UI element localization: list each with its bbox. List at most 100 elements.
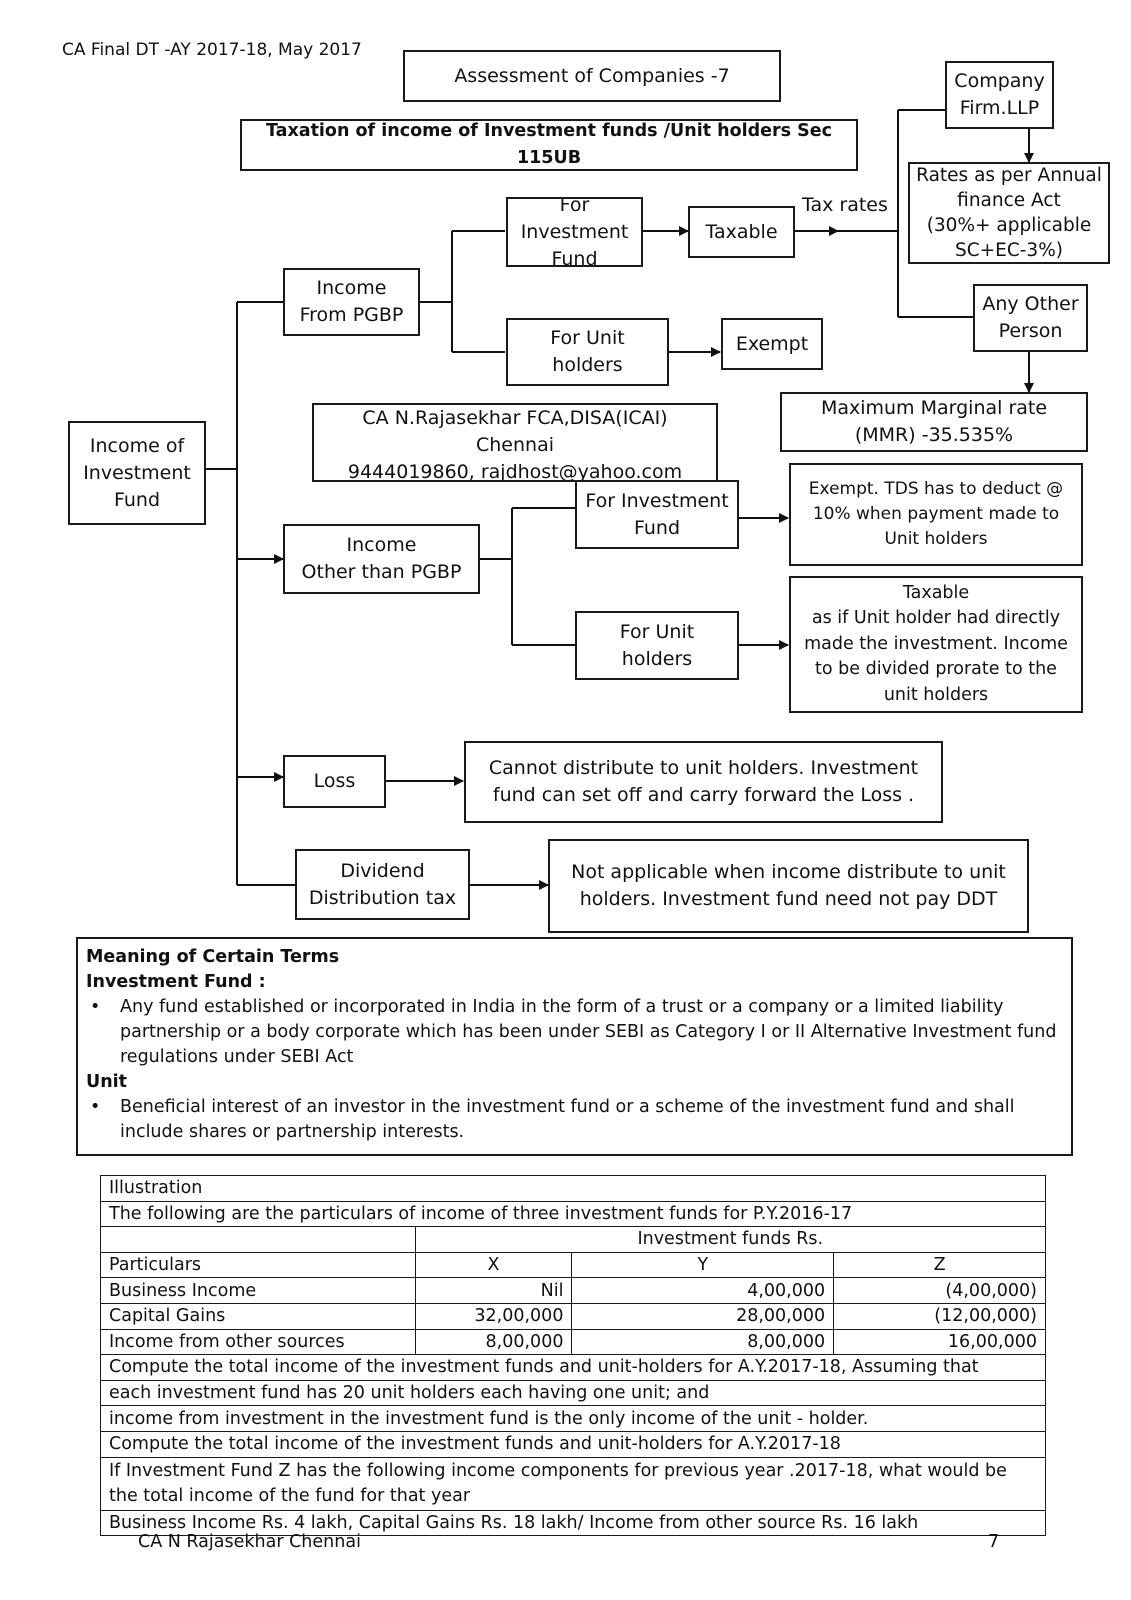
taxable-box: Taxable <box>688 206 795 258</box>
otp-unit-result-box: Taxable as if Unit holder had directly m… <box>789 576 1083 713</box>
taxable-label: Taxable <box>705 220 778 243</box>
other-than-pgbp-box: Income Other than PGBP <box>283 524 480 594</box>
other-person-box: Any Other Person <box>973 284 1088 352</box>
table-row: each investment fund has 20 unit holders… <box>100 1379 1046 1407</box>
table-row: Compute the total income of the investme… <box>100 1430 1046 1458</box>
table-cell: (4,00,000) <box>833 1277 1046 1304</box>
table-row: Income from other sources 8,00,000 8,00,… <box>100 1328 1046 1356</box>
tax-rates-label: Tax rates <box>802 194 888 216</box>
pgbp-unit-box: For Unit holders <box>506 318 669 386</box>
section-title: Taxation of income of Investment funds /… <box>265 121 833 168</box>
fund-definition-text: Any fund established or incorporated in … <box>120 997 1057 1067</box>
table-row: income from investment in the investment… <box>100 1405 1046 1432</box>
ddt-result-label: Not applicable when income distribute to… <box>571 861 1006 910</box>
otp-unit-label: For Unit holders <box>619 620 695 670</box>
table-cell: 16,00,000 <box>833 1328 1046 1356</box>
course-label: CA Final DT -AY 2017-18, May 2017 <box>62 40 362 60</box>
footer-author: CA N Rajasekhar Chennai <box>138 1532 361 1552</box>
loss-label: Loss <box>313 770 356 792</box>
note-row: Compute the total income of the investme… <box>100 1430 1046 1458</box>
page-number: 7 <box>988 1532 1000 1552</box>
bullet-icon: • <box>90 1097 101 1117</box>
terms-section: Meaning of Certain Terms Investment Fund… <box>76 937 1073 1156</box>
illustration-title: Illustration <box>100 1175 1046 1202</box>
company-box: Company Firm.LLP <box>945 61 1054 129</box>
pgbp-fund-box: For Investment Fund <box>506 197 643 267</box>
note-row: If Investment Fund Z has the following i… <box>100 1456 1046 1511</box>
pgbp-fund-label: For Investment Fund <box>520 197 629 267</box>
table-row: Illustration <box>100 1175 1046 1202</box>
unit-term-heading: Unit <box>86 1072 128 1092</box>
group-header: Investment funds Rs. <box>414 1226 1047 1253</box>
page-title: Assessment of Companies -7 <box>454 64 730 87</box>
table-cell: 8,00,000 <box>414 1328 573 1356</box>
pgbp-unit-label: For Unit holders <box>550 327 625 376</box>
fund-definition: • Any fund established or incorporated i… <box>86 995 1063 1070</box>
table-cell: 28,00,000 <box>571 1302 835 1330</box>
author-box: CA N.Rajasekhar FCA,DISA(ICAI) Chennai 9… <box>312 403 718 482</box>
column-header: Particulars <box>100 1251 416 1279</box>
illustration-table: Illustration The following are the parti… <box>100 1175 1047 1537</box>
note-row: income from investment in the investment… <box>100 1405 1046 1432</box>
table-cell: Income from other sources <box>100 1328 416 1356</box>
table-cell: (12,00,000) <box>833 1302 1046 1330</box>
table-cell: Business Income <box>100 1277 416 1304</box>
otp-fund-label: For Investment Fund <box>585 489 729 539</box>
bullet-icon: • <box>90 997 101 1017</box>
table-cell <box>100 1226 416 1253</box>
table-header-row: Particulars X Y Z <box>100 1251 1046 1279</box>
annual-rates-box: Rates as per Annual finance Act (30%+ ap… <box>908 162 1110 264</box>
page-title-box: Assessment of Companies -7 <box>403 50 781 102</box>
company-label: Company Firm.LLP <box>954 70 1045 119</box>
ddt-label: Dividend Distribution tax <box>308 859 457 909</box>
root-income-label: Income of Investment Fund <box>83 434 191 511</box>
pgbp-box: Income From PGBP <box>283 268 420 336</box>
otp-unit-box: For Unit holders <box>575 611 739 680</box>
exempt-label: Exempt <box>735 332 809 355</box>
unit-definition: • Beneficial interest of an investor in … <box>86 1095 1063 1145</box>
mmr-label: Maximum Marginal rate (MMR) -35.535% <box>820 397 1048 446</box>
table-cell: Capital Gains <box>100 1302 416 1330</box>
table-row: Investment funds Rs. <box>100 1226 1047 1253</box>
ddt-box: Dividend Distribution tax <box>295 849 470 920</box>
otp-fund-box: For Investment Fund <box>575 480 739 549</box>
author-contact: 9444019860, rajdhost@yahoo.com <box>347 461 683 482</box>
otp-fund-result-box: Exempt. TDS has to deduct @ 10% when pay… <box>789 463 1083 566</box>
note-row: Compute the total income of the investme… <box>100 1354 1046 1381</box>
table-cell: 4,00,000 <box>571 1277 835 1304</box>
column-header: Y <box>571 1251 835 1279</box>
table-row: Capital Gains 32,00,000 28,00,000 (12,00… <box>100 1302 1046 1330</box>
loss-result-box: Cannot distribute to unit holders. Inves… <box>464 741 943 823</box>
section-title-box: Taxation of income of Investment funds /… <box>240 119 858 171</box>
mmr-box: Maximum Marginal rate (MMR) -35.535% <box>780 392 1088 452</box>
author-name: CA N.Rajasekhar FCA,DISA(ICAI) <box>362 407 668 429</box>
loss-result-label: Cannot distribute to unit holders. Inves… <box>488 757 919 806</box>
terms-heading: Meaning of Certain Terms <box>86 947 340 967</box>
annual-rates-label: Rates as per Annual finance Act (30%+ ap… <box>916 165 1102 261</box>
table-row: Business Income Rs. 4 lakh, Capital Gain… <box>100 1509 1046 1537</box>
column-header: Z <box>833 1251 1046 1279</box>
table-row: If Investment Fund Z has the following i… <box>100 1456 1046 1511</box>
table-cell: Nil <box>414 1277 573 1304</box>
table-row: The following are the particulars of inc… <box>100 1200 1046 1228</box>
table-cell: 32,00,000 <box>414 1302 573 1330</box>
root-income-box: Income of Investment Fund <box>68 421 206 525</box>
table-row: Compute the total income of the investme… <box>100 1354 1046 1381</box>
loss-box: Loss <box>283 755 386 808</box>
author-city: Chennai <box>475 434 554 456</box>
otp-fund-result-label: Exempt. TDS has to deduct @ 10% when pay… <box>808 479 1064 549</box>
unit-definition-text: Beneficial interest of an investor in th… <box>120 1097 1015 1142</box>
pgbp-label: Income From PGBP <box>299 277 404 326</box>
otp-unit-result-label: Taxable as if Unit holder had directly m… <box>804 582 1068 705</box>
ddt-result-box: Not applicable when income distribute to… <box>548 839 1029 933</box>
exempt-box: Exempt <box>721 318 823 370</box>
note-row: each investment fund has 20 unit holders… <box>100 1379 1046 1407</box>
table-row: Business Income Nil 4,00,000 (4,00,000) <box>100 1277 1046 1304</box>
table-cell: 8,00,000 <box>571 1328 835 1356</box>
other-person-label: Any Other Person <box>982 293 1079 342</box>
other-than-pgbp-label: Income Other than PGBP <box>301 534 462 583</box>
fund-term-heading: Investment Fund : <box>86 972 266 992</box>
illustration-intro: The following are the particulars of inc… <box>100 1200 1046 1228</box>
note-row: Business Income Rs. 4 lakh, Capital Gain… <box>100 1509 1046 1537</box>
